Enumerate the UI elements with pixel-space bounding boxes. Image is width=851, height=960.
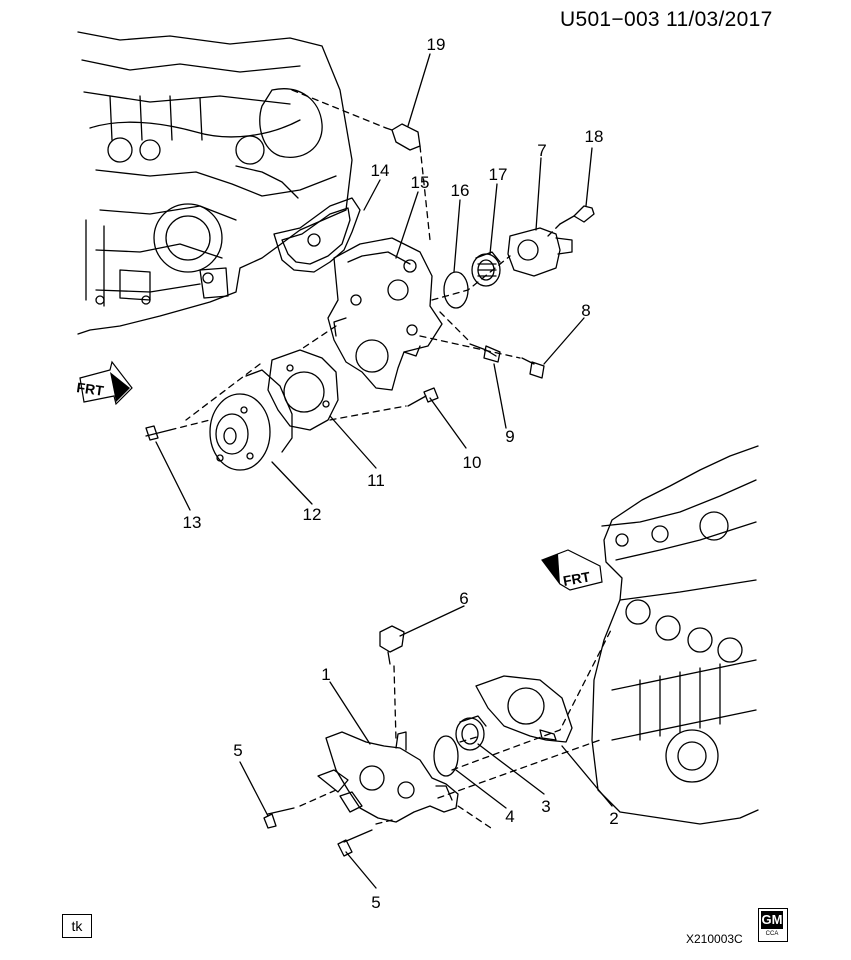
callout-19: 19 [427,35,446,54]
leader-lines [155,53,613,889]
part-14-gasket [273,197,361,273]
doc-reference: U501−003 11/03/2017 [560,8,773,31]
alignment-lines-lower [299,627,613,831]
part-19-sensor [385,123,421,151]
callout-7: 7 [537,141,546,160]
part-12-water-pump [209,369,293,471]
engine-block-upper [77,31,353,335]
frt-arrow-upper: FRT [76,360,133,406]
callout-5-lower: 5 [371,893,380,912]
frt-arrow-lower: FRT [541,549,603,591]
frt-label-lower: FRT [562,568,592,589]
part-1-water-outlet-housing [317,731,459,823]
part-18-bolt [559,205,595,225]
callout-9: 9 [505,427,514,446]
part-2-gasket [475,675,573,743]
part-17-thermostat [471,251,501,287]
callout-6: 6 [459,589,468,608]
callout-13: 13 [183,513,202,532]
part-16-o-ring [443,271,469,309]
part-3-thermostat [455,715,487,751]
frt-label-upper: FRT [76,379,106,399]
alignment-lines-upper [169,89,561,431]
part-6-sensor [379,625,405,665]
part-15-pump-housing [327,237,443,391]
gm-logo-sub: CCA [765,931,779,937]
callout-14: 14 [371,161,390,180]
illustration-code: X210003C [686,932,743,946]
callout-2: 2 [609,809,618,828]
callout-10: 10 [463,453,482,472]
callout-12: 12 [303,505,322,524]
callout-16: 16 [451,181,470,200]
callout-4: 4 [505,807,514,826]
callout-3: 3 [541,797,550,816]
part-11-gasket [267,349,339,431]
bolts-5 [263,807,373,857]
callout-11: 11 [367,471,385,490]
callout-18: 18 [585,127,604,146]
part-4-o-ring [433,735,459,777]
engine-block-lower [591,445,759,825]
callout-5-upper: 5 [233,741,242,760]
callout-15: 15 [411,173,430,192]
gm-logo-text: GM [761,911,783,929]
callout-labels: 19 14 15 16 17 7 18 8 9 10 11 12 13 6 1 … [183,35,619,912]
callout-8: 8 [581,301,590,320]
part-7-thermostat-housing [507,227,573,277]
callout-1: 1 [321,665,330,684]
gm-logo: GM CCA [758,908,788,942]
callout-17: 17 [489,165,508,184]
author-stamp: tk [62,914,92,938]
bolts-upper [145,343,545,441]
